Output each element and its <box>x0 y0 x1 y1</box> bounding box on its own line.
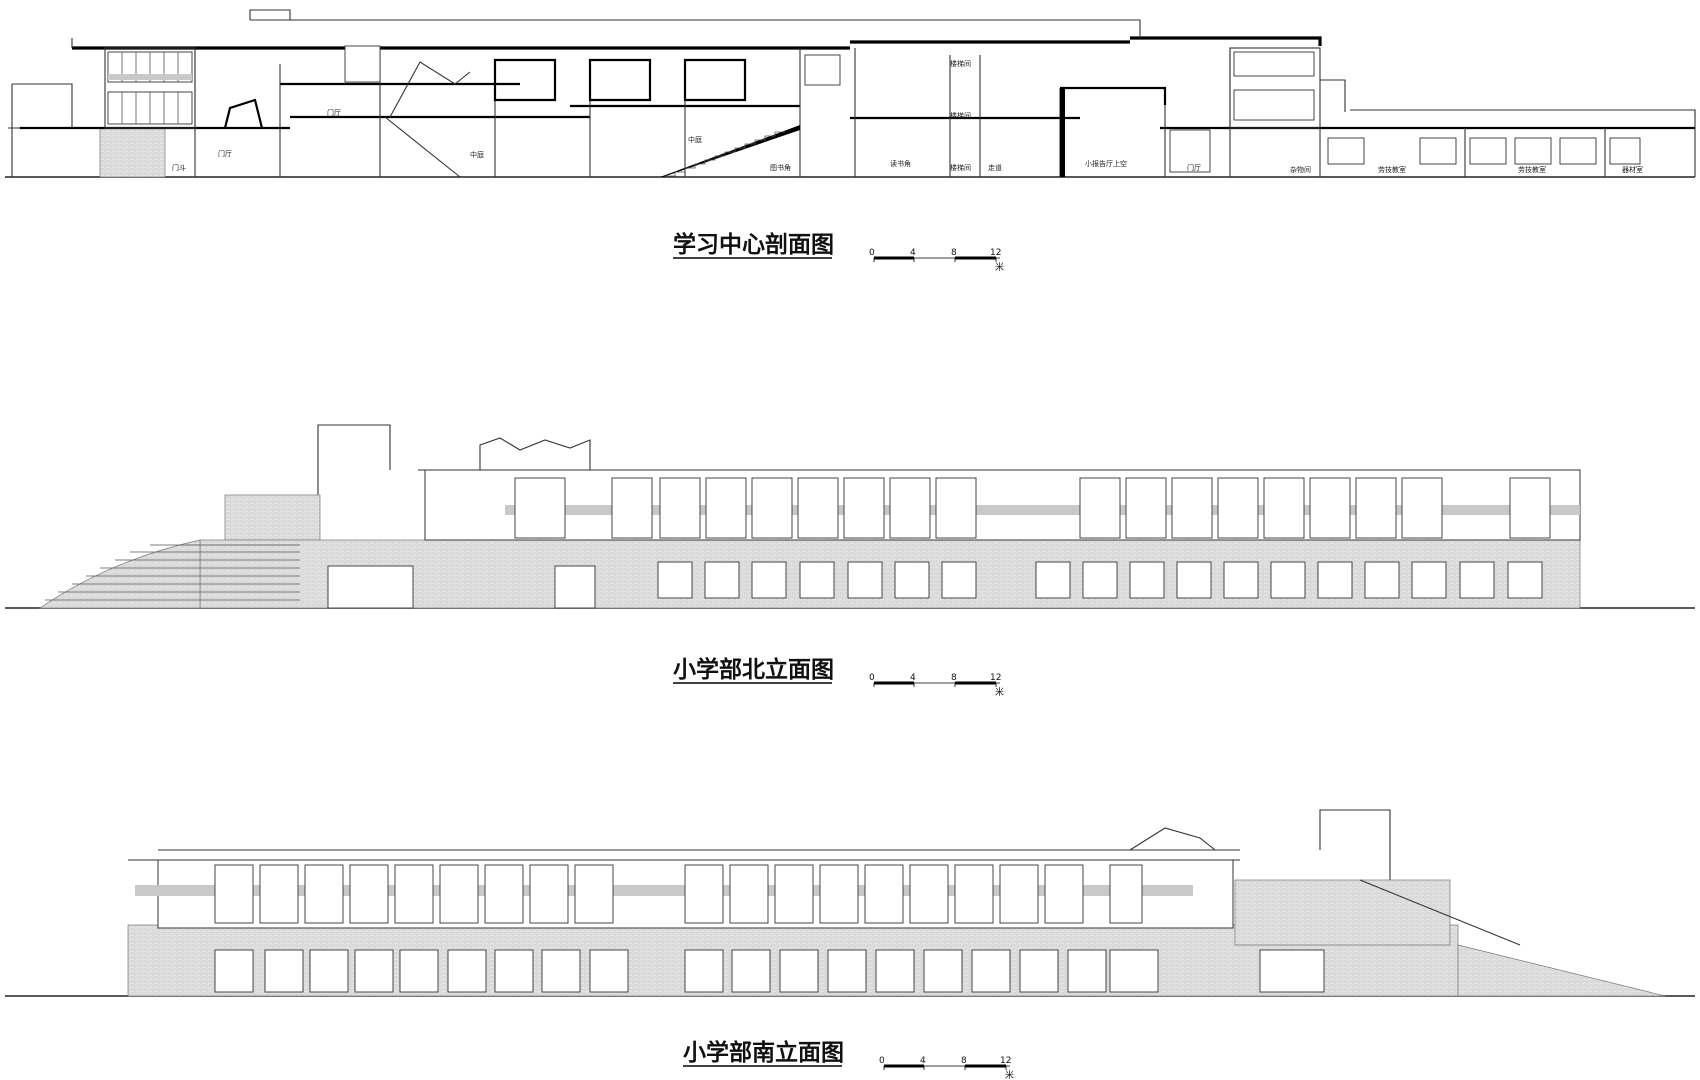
south-elevation: 小学部南立面图 0 4 8 12 米 <box>5 809 1695 1080</box>
section-zigzag-mid <box>389 61 471 118</box>
svg-text:8: 8 <box>961 1056 967 1066</box>
south-right-mass <box>1234 879 1451 946</box>
section-title: 学习中心剖面图 <box>673 231 834 258</box>
room-label: 劳技教室 <box>1378 165 1406 174</box>
north-bleacher <box>38 539 201 609</box>
section-window-mid <box>344 45 381 83</box>
section-auditorium-wall <box>1060 88 1065 177</box>
south-ground-windows <box>214 949 1325 993</box>
south-roof <box>128 849 1240 861</box>
north-left-wing <box>224 494 321 541</box>
north-glass-band <box>505 505 1580 515</box>
section-zigzag-left <box>223 98 264 129</box>
svg-text:米: 米 <box>995 261 1004 273</box>
room-label: 劳技教室 <box>1518 165 1546 174</box>
section-roof-slab <box>72 36 1322 50</box>
section-clerestory <box>493 58 747 102</box>
section-left-terrace <box>8 83 110 177</box>
north-bleacher-steps <box>45 544 300 601</box>
south-ramp-rail <box>1359 879 1521 946</box>
room-label: 门厅 <box>327 108 341 117</box>
room-label: 小报告厅上空 <box>1085 159 1127 168</box>
section-window-mid2 <box>804 54 841 86</box>
north-title: 小学部北立面图 <box>673 656 834 683</box>
section-stair-left <box>384 116 461 178</box>
south-glass-band <box>135 885 1193 896</box>
north-ground-windows <box>327 561 1543 609</box>
section-floor-slab <box>20 82 1695 130</box>
svg-text:0: 0 <box>869 248 875 258</box>
room-label: 图书角 <box>770 163 791 172</box>
room-label: 楼梯间 <box>950 59 971 68</box>
south-upper-windows <box>214 864 1143 924</box>
room-label: 中庭 <box>688 135 702 144</box>
svg-text:0: 0 <box>879 1056 885 1066</box>
svg-text:12: 12 <box>990 673 1001 683</box>
section-classroom-windows <box>1169 129 1641 173</box>
room-label: 门斗 <box>172 163 186 172</box>
svg-text:米: 米 <box>1005 1069 1014 1080</box>
section-roof-parapet <box>71 9 1141 48</box>
section-brick-wall <box>99 127 166 178</box>
svg-text:0: 0 <box>869 673 875 683</box>
section-right-wing <box>1320 79 1696 118</box>
north-roof-feature <box>479 437 591 470</box>
room-label: 读书角 <box>890 159 911 168</box>
south-tower <box>1319 809 1391 880</box>
section-drawing: 门斗 门厅 门厅 中庭 中庭 图书角 读书角 楼梯间 楼梯间 楼梯间 走道 小报… <box>5 9 1696 273</box>
svg-text:12: 12 <box>990 248 1001 258</box>
south-roof-feature <box>1129 827 1216 851</box>
north-scale-bar: 0 4 8 12 米 <box>869 673 1004 698</box>
section-auditorium-roof <box>1060 86 1167 105</box>
room-label: 杂物间 <box>1290 165 1311 174</box>
svg-text:米: 米 <box>995 686 1004 698</box>
north-upper-windows <box>514 477 1551 539</box>
room-label: 门厅 <box>218 149 232 158</box>
svg-text:4: 4 <box>910 248 916 258</box>
svg-text:8: 8 <box>951 673 957 683</box>
room-label: 器材室 <box>1622 165 1643 174</box>
section-window-right-lower <box>1233 89 1315 121</box>
section-scale-bar: 0 4 8 12 米 <box>869 248 1004 273</box>
room-label: 门厅 <box>1187 163 1201 172</box>
svg-text:4: 4 <box>920 1056 926 1066</box>
section-glass-band <box>108 74 192 80</box>
room-label: 中庭 <box>470 150 484 159</box>
svg-text:4: 4 <box>910 673 916 683</box>
south-scale-bar: 0 4 8 12 米 <box>879 1056 1014 1080</box>
room-label: 楼梯间 <box>950 111 971 120</box>
north-elevation: 小学部北立面图 0 4 8 12 米 <box>5 424 1695 698</box>
section-window-right-upper <box>1233 51 1315 77</box>
south-title: 小学部南立面图 <box>683 1039 844 1066</box>
room-label: 走道 <box>988 163 1002 172</box>
section-right-block <box>1229 47 1321 129</box>
south-ramp <box>1457 944 1666 997</box>
room-label: 楼梯间 <box>950 163 971 172</box>
svg-text:12: 12 <box>1000 1056 1011 1066</box>
svg-text:8: 8 <box>951 248 957 258</box>
